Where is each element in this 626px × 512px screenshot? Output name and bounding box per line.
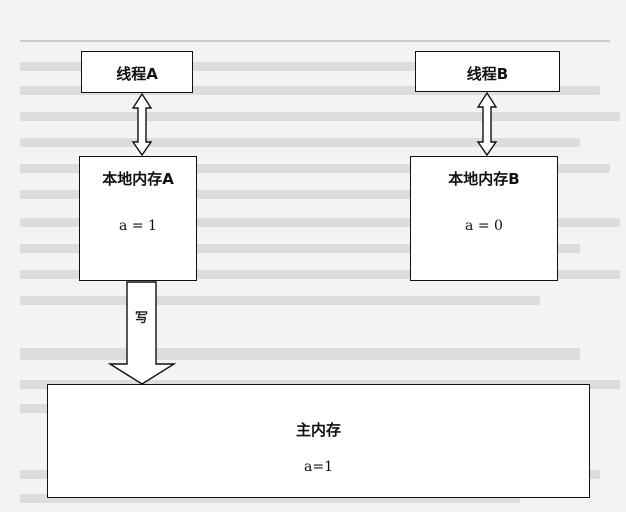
thread-a-local-a-double-arrow — [131, 92, 153, 157]
write-label: 写 — [135, 311, 149, 326]
thread-b-local-b-double-arrow — [476, 91, 498, 157]
main-memory-title: 主内存 — [295, 421, 341, 439]
write-arrow — [107, 281, 177, 385]
local-memory-a-title: 本地内存A — [102, 170, 174, 188]
local-memory-b-title: 本地内存B — [448, 170, 520, 188]
